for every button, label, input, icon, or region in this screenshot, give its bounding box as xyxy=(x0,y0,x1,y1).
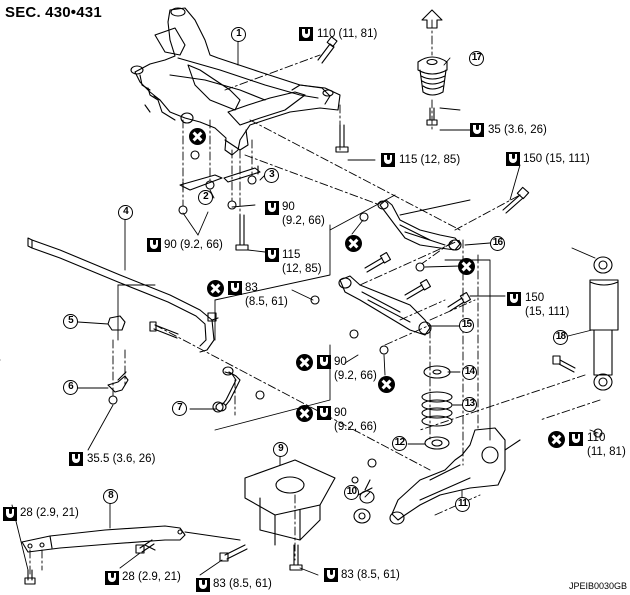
torque-icon xyxy=(317,355,331,369)
torque-label-t8-line1: 83 xyxy=(245,282,258,294)
torque-icon xyxy=(147,238,161,252)
rear-suspension-member xyxy=(130,7,341,156)
torque-icon xyxy=(265,248,279,262)
shock-absorber xyxy=(589,256,619,391)
coil-spring xyxy=(421,365,453,450)
torque-icon xyxy=(569,432,583,446)
callout-part-1: 1 xyxy=(231,27,246,42)
torque-label-t8-line2: (8.5, 61) xyxy=(245,296,288,308)
torque-icon xyxy=(228,281,242,295)
torque-label-t1: 110 (11, 81) xyxy=(317,28,378,40)
non-reusable-icon xyxy=(189,128,206,145)
callout-part-12: 12 xyxy=(392,436,407,451)
callout-part-8: 8 xyxy=(103,489,118,504)
callout-part-3: 3 xyxy=(264,168,279,183)
callout-part-17: 17 xyxy=(469,51,484,66)
torque-icon xyxy=(317,406,331,420)
callout-part-10: 10 xyxy=(344,485,359,500)
torque-label-t5-line2: (9.2, 66) xyxy=(282,215,325,227)
callout-part-2: 2 xyxy=(198,190,213,205)
torque-label-t7-line2: (12, 85) xyxy=(282,263,322,275)
callout-part-6: 6 xyxy=(63,380,78,395)
torque-label-t7-line1: 115 xyxy=(282,249,301,261)
torque-icon xyxy=(196,578,210,592)
non-reusable-icon xyxy=(345,235,362,252)
callout-part-18: 18 xyxy=(553,330,568,345)
torque-label-t15: 28 (2.9, 21) xyxy=(122,571,181,583)
torque-icon xyxy=(3,507,17,521)
torque-label-t16: 83 (8.5, 61) xyxy=(213,578,272,590)
torque-label-t6: 90 (9.2, 66) xyxy=(164,239,223,251)
torque-icon xyxy=(381,153,395,167)
non-reusable-icon xyxy=(296,405,313,422)
non-reusable-icon xyxy=(207,280,224,297)
torque-icon xyxy=(507,292,521,306)
member-stay xyxy=(244,459,336,546)
torque-icon xyxy=(265,201,279,215)
callout-part-16: 16 xyxy=(490,236,505,251)
torque-label-t9-line2: (15, 111) xyxy=(525,306,570,318)
figure-id: JPEIB0030GB xyxy=(568,581,627,591)
assembly-lines xyxy=(29,19,601,576)
non-reusable-icon xyxy=(548,431,565,448)
torque-label-t9-line1: 150 xyxy=(525,292,545,304)
torque-label-t13-line2: (11, 81) xyxy=(587,446,626,458)
torque-icon xyxy=(324,568,338,582)
torque-icon xyxy=(299,27,313,41)
leader-lines xyxy=(11,39,599,576)
stabilizer-bar xyxy=(27,237,219,353)
callout-part-14: 14 xyxy=(462,365,477,380)
radius-rods xyxy=(179,165,261,191)
torque-label-t10-line1: 90 xyxy=(334,356,347,368)
non-reusable-icon xyxy=(458,258,475,275)
rear-stay xyxy=(21,525,241,553)
torque-icon xyxy=(506,152,520,166)
torque-label-t14: 28 (2.9, 21) xyxy=(20,507,79,519)
torque-label-t12: 35.5 (3.6, 26) xyxy=(87,453,156,465)
callout-part-5: 5 xyxy=(63,314,78,329)
torque-label-t10-line2: (9.2, 66) xyxy=(334,370,377,382)
non-reusable-icon xyxy=(296,354,313,371)
non-reusable-icon xyxy=(378,376,395,393)
callout-part-9: 9 xyxy=(273,442,288,457)
callout-part-11: 11 xyxy=(455,497,470,512)
connecting-rod xyxy=(215,366,241,412)
torque-label-t5-line1: 90 xyxy=(282,201,295,213)
torque-icon xyxy=(69,452,83,466)
torque-label-t13-line1: 110 xyxy=(587,432,606,444)
lower-link xyxy=(338,275,432,336)
torque-icon xyxy=(470,123,484,137)
torque-icon xyxy=(105,571,119,585)
upper-link xyxy=(377,199,462,251)
callout-part-7: 7 xyxy=(172,401,187,416)
callout-part-13: 13 xyxy=(462,397,477,412)
torque-label-t4: 150 (15, 111) xyxy=(523,153,590,165)
bound-bumper xyxy=(417,9,448,96)
nuts xyxy=(108,150,603,484)
rear-lower-arm xyxy=(389,427,521,525)
section-title: SEC. 430•431 xyxy=(5,4,102,21)
torque-label-t2: 35 (3.6, 26) xyxy=(488,124,547,136)
torque-label-t17: 83 (8.5, 61) xyxy=(341,569,400,581)
callout-part-4: 4 xyxy=(118,205,133,220)
torque-label-t11-line1: 90 xyxy=(334,407,347,419)
callout-part-15: 15 xyxy=(459,318,474,333)
torque-label-t3: 115 (12, 85) xyxy=(399,154,461,166)
torque-label-t11-line2: (9.2, 66) xyxy=(334,421,377,433)
bushing-set xyxy=(353,479,375,524)
